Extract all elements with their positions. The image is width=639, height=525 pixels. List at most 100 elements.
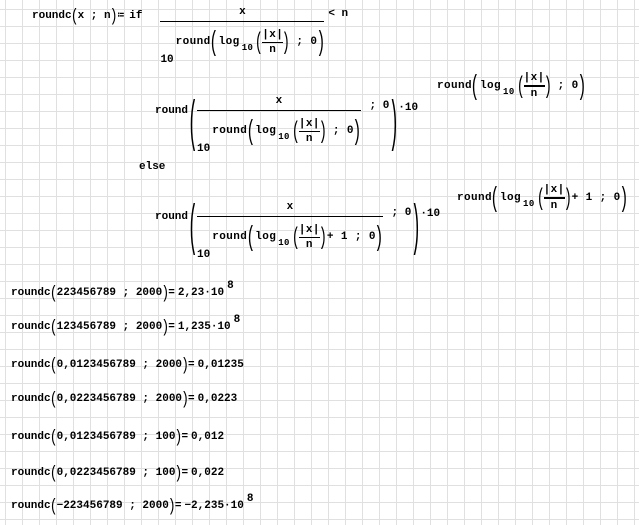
result-row[interactable]: roundc ( −223456789 ; 2000 ) = −2,235·10… xyxy=(11,493,253,517)
result-exponent: 8 xyxy=(227,280,234,292)
fraction-bar xyxy=(298,130,320,133)
fraction-bar xyxy=(197,109,361,111)
fraction-bar xyxy=(523,85,545,87)
abs-fraction: |x| n xyxy=(523,72,545,100)
open-paren: ( xyxy=(516,72,525,100)
else-keyword: else xyxy=(139,161,166,173)
round-log-expression: round ( log 10 ( |x| n ) ; 0 ) xyxy=(176,28,325,58)
log-fn: log xyxy=(255,231,277,243)
open-paren: ( xyxy=(470,69,481,103)
open-paren: ( xyxy=(187,91,198,157)
close-paren: ) xyxy=(318,117,328,146)
fraction-numerator: x xyxy=(275,95,283,107)
open-paren: ( xyxy=(49,317,58,338)
result-row[interactable]: roundc ( 0,0123456789 ; 100 ) = 0,012 xyxy=(11,427,227,448)
else-keyword-region[interactable]: else xyxy=(139,161,165,174)
fraction-bar xyxy=(160,20,325,22)
power-base: 10 xyxy=(197,142,211,155)
close-paren: ) xyxy=(161,317,170,338)
result-exponent: 8 xyxy=(246,493,254,505)
fraction-bar xyxy=(543,197,565,199)
round-log-expression: round ( log 10 ( |x| n ) + 1 ; 0 ) xyxy=(457,183,628,213)
close-paren: ) xyxy=(318,223,328,252)
then-branch-region[interactable]: round ( x 10 round ( log 10 ( |x| n xyxy=(155,93,418,156)
result-expression: roundc ( 0,0223456789 ; 2000 ) = 0,0223 xyxy=(11,391,240,409)
result-row[interactable]: roundc ( 223456789 ; 2000 ) = 2,23·10 8 xyxy=(11,280,234,302)
call-args: 123456789 ; 2000 xyxy=(56,321,163,333)
result-expression: roundc ( 0,0123456789 ; 100 ) = 0,012 xyxy=(11,427,227,448)
close-paren: ) xyxy=(619,181,629,215)
power-base: 10 xyxy=(197,248,211,261)
abs-x: |x| xyxy=(543,184,565,197)
denominator-n: n xyxy=(269,44,277,57)
close-paren: ) xyxy=(174,427,183,448)
call-args: 0,0123456789 ; 100 xyxy=(56,431,176,443)
times-ten: ·10 xyxy=(398,102,419,114)
if-keyword: if xyxy=(129,10,143,22)
fraction-bar xyxy=(262,41,284,44)
else-branch-region[interactable]: round ( x 10 round ( log 10 ( |x| n xyxy=(155,197,440,262)
close-paren: ) xyxy=(563,184,572,212)
denominator-n: n xyxy=(550,199,558,212)
call-args: 0,0123456789 ; 2000 xyxy=(56,359,183,371)
abs-x: |x| xyxy=(298,117,320,130)
log-base-subscript: 10 xyxy=(241,43,254,53)
then-branch-exponent[interactable]: round ( log 10 ( |x| n ) ; 0 ) xyxy=(437,71,586,101)
round-fn: round xyxy=(437,79,473,92)
close-paren: ) xyxy=(543,72,552,100)
definition-region[interactable]: roundc ( x ; n ) ≔ if x 10 round ( log 1… xyxy=(32,3,348,67)
open-paren: ( xyxy=(490,181,501,215)
equals-sign: = xyxy=(181,467,189,479)
result-value: 0,0223 xyxy=(197,393,238,405)
close-paren: ) xyxy=(388,91,399,157)
close-paren: ) xyxy=(181,355,189,376)
open-paren: ( xyxy=(49,496,58,517)
equals-sign: = xyxy=(174,500,182,512)
close-paren: ) xyxy=(174,463,183,484)
call-args: 223456789 ; 2000 xyxy=(56,287,163,299)
abs-x: |x| xyxy=(262,28,284,41)
open-paren: ( xyxy=(246,221,256,254)
power-of-ten: 10 round ( log 10 ( |x| n ) + 1 ; 0 ) xyxy=(197,219,385,262)
condition-compare: < n xyxy=(328,8,349,20)
else-branch-exponent[interactable]: round ( log 10 ( |x| n ) + 1 ; 0 ) xyxy=(457,183,628,213)
log-fn: log xyxy=(255,125,277,137)
close-paren: ) xyxy=(167,496,176,517)
function-name: roundc xyxy=(11,467,51,479)
round-fn: round xyxy=(212,231,248,243)
open-paren: ( xyxy=(291,117,301,146)
function-name: roundc xyxy=(11,359,51,371)
result-value: 0,022 xyxy=(191,467,225,479)
result-row[interactable]: roundc ( 0,0223456789 ; 2000 ) = 0,0223 xyxy=(11,391,240,409)
call-args: −223456789 ; 2000 xyxy=(56,500,169,512)
close-paren: ) xyxy=(374,221,385,254)
abs-fraction: |x| n xyxy=(298,223,320,251)
result-exponent: 8 xyxy=(233,314,241,326)
plus-one: + 1 xyxy=(326,231,348,243)
result-expression: roundc ( 0,0123456789 ; 2000 ) = 0,01235 xyxy=(11,355,247,376)
definition-lhs: roundc ( x ; n ) ≔ if xyxy=(32,8,143,26)
open-paren: ( xyxy=(536,184,545,212)
round-fn: round xyxy=(457,191,493,204)
result-expression: roundc ( 123456789 ; 2000 ) = 1,235·10 8 xyxy=(11,314,240,338)
times-ten: ·10 xyxy=(420,208,441,220)
result-value: 2,23·10 xyxy=(177,287,225,299)
function-args: x ; n xyxy=(77,10,111,22)
result-row[interactable]: roundc ( 0,0123456789 ; 2000 ) = 0,01235 xyxy=(11,355,247,376)
round-log-expression: round ( log 10 ( |x| n ) ; 0 ) xyxy=(437,71,586,101)
semicolon-zero: ; 0 xyxy=(362,100,390,112)
open-paren: ( xyxy=(49,355,58,376)
function-name: roundc xyxy=(11,431,51,443)
abs-x: |x| xyxy=(298,223,320,236)
equals-sign: = xyxy=(188,393,195,405)
power-base: 10 xyxy=(160,53,174,66)
log-base-subscript: 10 xyxy=(503,86,515,97)
close-paren: ) xyxy=(352,115,363,148)
close-paren: ) xyxy=(410,195,421,261)
log-fn: log xyxy=(500,191,522,204)
result-row[interactable]: roundc ( 0,0223456789 ; 100 ) = 0,022 xyxy=(11,463,227,484)
result-row[interactable]: roundc ( 123456789 ; 2000 ) = 1,235·10 8 xyxy=(11,314,240,338)
result-value: 1,235·10 xyxy=(177,321,231,333)
log-base-subscript: 10 xyxy=(523,198,535,209)
abs-fraction: |x| n xyxy=(298,117,320,145)
